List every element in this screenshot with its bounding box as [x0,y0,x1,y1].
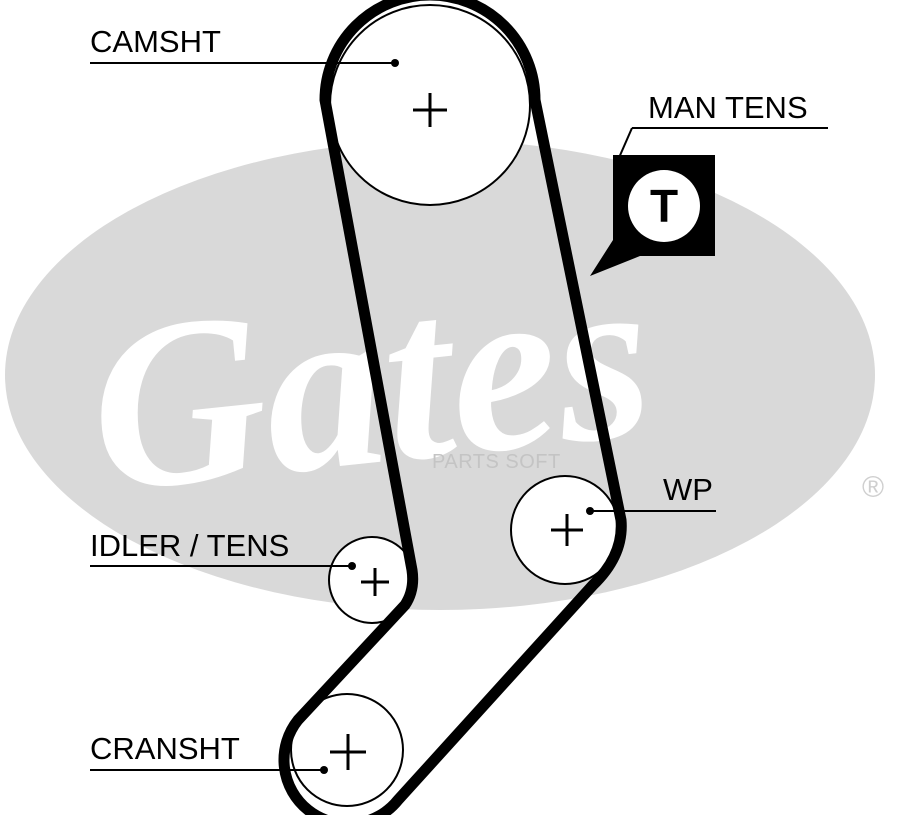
camshaft-label: CAMSHT [90,24,221,59]
centre-marks [330,93,583,770]
tensioner-symbol-circle [628,170,700,242]
idler-dot [348,562,356,570]
watermark: PARTS SOFT [432,451,561,473]
tensioner-symbol: T [650,180,678,232]
manual-tensioner-callout: T [590,155,715,276]
wp-dot [586,507,594,515]
crankshaft-center-mark [330,734,366,770]
wp-label: WP [663,472,713,507]
idler-tens-label: IDLER / TENS [90,528,289,563]
man-tens-leader-drop [617,127,633,161]
registered-mark: ® [862,471,884,504]
water-pump-center-mark [551,514,583,546]
cranksht-dot [320,766,328,774]
leader-dots [320,59,594,774]
leader-lines [90,62,828,771]
timing-belt [278,0,627,815]
camshaft-dot [391,59,399,67]
idler-center-mark [361,568,389,596]
man-tens-label: MAN TENS [648,90,808,125]
logo-oval [5,140,875,610]
camshaft-center-mark [413,93,447,127]
cranksht-label: CRANSHT [90,731,240,766]
